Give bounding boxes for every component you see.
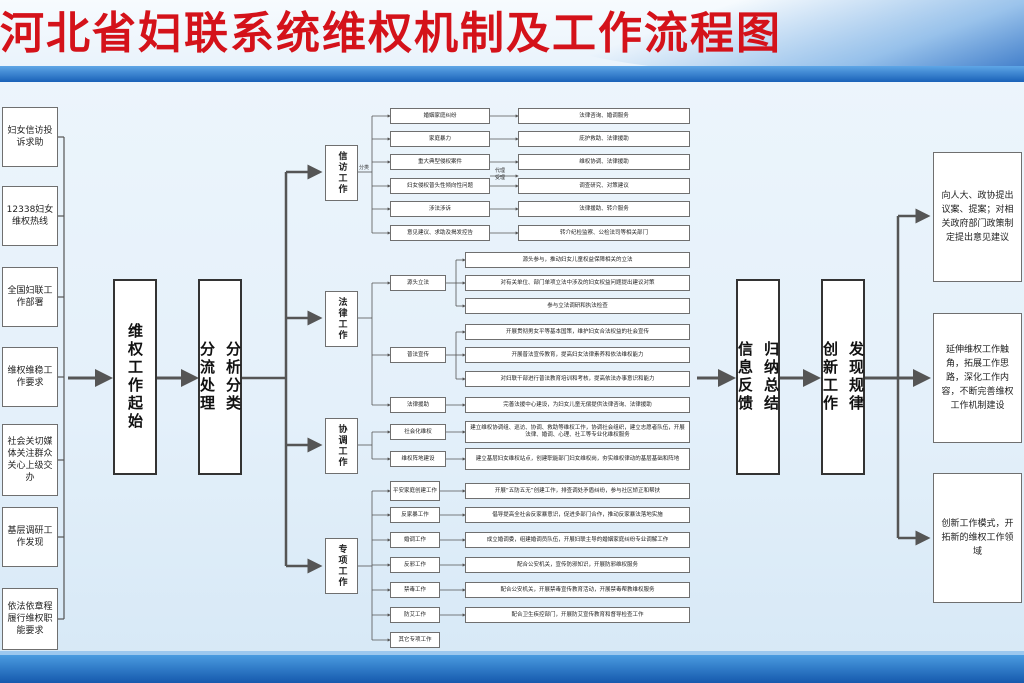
output-box: 延伸维权工作触角，拓展工作思路，深化工作内容，不断完善维权工作机制建设	[933, 313, 1022, 443]
zhuanxiang-result: 倡导提高全社会反家暴意识，促进多部门合作，推动反家暴法落地实施	[465, 507, 690, 523]
falv-result: 完善法援中心建设，为妇女儿童无偿提供法律咨询、法律援助	[465, 397, 690, 413]
zhuanxiang-result: 配合公安机关，宣传防邪知识，开展防邪维权服务	[465, 557, 690, 573]
source-box: 全国妇联工作部署	[2, 267, 58, 327]
source-box: 基层调研工作发现	[2, 507, 58, 567]
zhuanxiang-result: 开展“五防五无”创建工作，排查调处矛盾纠纷，参与社区矫正和帮扶	[465, 483, 690, 499]
xinfang-result: 庇护救助、法律援助	[518, 131, 690, 147]
xinfang-result: 法律咨询、婚调服务	[518, 108, 690, 124]
falv-result: 参与立法调研和执法检查	[465, 298, 690, 314]
stage-summary-label-b: 信息反馈	[736, 341, 754, 413]
stage-summary-label-a: 归纳总结	[762, 341, 780, 413]
stage-innovate-label-b: 创新工作	[821, 341, 839, 413]
page-title: 河北省妇联系统维权机制及工作流程图	[0, 8, 782, 59]
xinfang-item: 重大典型侵权案件	[390, 154, 490, 170]
stage-classify-label-b: 分流处理	[198, 341, 216, 413]
output-box: 创新工作模式，开拓新的维权工作领域	[933, 473, 1022, 603]
xinfang-result: 法律援助、转介服务	[518, 201, 690, 217]
xinfang-result: 转介纪检监察、公检法司等相关部门	[518, 225, 690, 241]
label-daili: 代理	[495, 168, 506, 174]
zhuanxiang-sub: 反家暴工作	[390, 507, 440, 523]
category-falv: 法律工作	[325, 291, 358, 347]
stage-innovate-label-a: 发现规律	[847, 341, 865, 413]
falv-result: 对有关单位、部门单项立法中涉及的妇女权益问题提出建议对策	[465, 275, 690, 291]
stage-innovate: 发现规律 创新工作	[821, 279, 865, 475]
stage-classify: 分析分类 分流处理	[198, 279, 242, 475]
falv-result: 源头参与，推动妇女儿童权益保障相关的立法	[465, 252, 690, 268]
zhuanxiang-sub: 平安家庭创建工作	[390, 481, 440, 501]
xinfang-item: 涉法涉诉	[390, 201, 490, 217]
category-xinfang: 信访工作	[325, 145, 358, 201]
stage-classify-label-a: 分析分类	[224, 341, 242, 413]
falv-sub: 普法宣传	[390, 347, 446, 363]
stage-summary: 归纳总结 信息反馈	[736, 279, 780, 475]
header: 河北省妇联系统维权机制及工作流程图	[0, 0, 1024, 82]
header-band	[0, 66, 1024, 82]
xinfang-result: 调查研究、对策建议	[518, 178, 690, 194]
source-box: 维权维稳工作要求	[2, 347, 58, 407]
falv-sub: 源头立法	[390, 275, 446, 291]
source-box: 妇女信访投诉求助	[2, 107, 58, 167]
falv-result: 对妇联干部进行普法教育培训和考核，提高依法办事意识和能力	[465, 371, 690, 387]
category-xietiao: 协调工作	[325, 418, 358, 474]
xinfang-item: 意见建议、求助及揭发控告	[390, 225, 490, 241]
xinfang-item: 婚姻家庭纠纷	[390, 108, 490, 124]
zhuanxiang-sub: 禁毒工作	[390, 582, 440, 598]
falv-result: 开展普法宣传教育，提高妇女法律素养和依法维权能力	[465, 347, 690, 363]
zhuanxiang-result: 配合公安机关，开展禁毒宣传教育活动，开展禁毒帮教维权服务	[465, 582, 690, 598]
output-box: 向人大、政协提出议案、提案；对相关政府部门政策制定提出意见建议	[933, 152, 1022, 282]
falv-sub: 法律援助	[390, 397, 446, 413]
xinfang-item: 家庭暴力	[390, 131, 490, 147]
stage-start: 维权工作起始	[113, 279, 157, 475]
xietiao-sub: 维权阵地建设	[390, 451, 446, 467]
label-shouli: 受理	[495, 175, 506, 181]
zhuanxiang-sub: 防艾工作	[390, 607, 440, 623]
xinfang-result: 维权协调、法律援助	[518, 154, 690, 170]
footer-band-light	[0, 651, 1024, 655]
xietiao-sub: 社会化维权	[390, 424, 446, 440]
label-fenlei: 分类	[359, 165, 370, 171]
zhuanxiang-sub: 婚调工作	[390, 532, 440, 548]
zhuanxiang-result: 配合卫生疾控部门，开展防艾宣传教育和督导检查工作	[465, 607, 690, 623]
zhuanxiang-result: 成立婚调委，组建婚调员队伍，开展妇联主导的婚姻家庭纠纷专业调解工作	[465, 532, 690, 548]
xinfang-item: 妇女侵权普头性倾向性问题	[390, 178, 490, 194]
xietiao-result: 建立维权协调组、巡访、协调、救助等维权工作，协调社会组织，建立志愿者队伍，开展法…	[465, 421, 690, 443]
falv-result: 开展贯彻男女平等基本国策，维护妇女合法权益的社会宣传	[465, 324, 690, 340]
source-box: 依法依章程履行维权职能要求	[2, 588, 58, 650]
xietiao-result: 建立基层妇女维权站点，创建职能部门妇女维权岗，夯实维权律动的基层基础和阵地	[465, 448, 690, 470]
zhuanxiang-sub: 反邪工作	[390, 557, 440, 573]
category-zhuanxiang: 专项工作	[325, 538, 358, 594]
zhuanxiang-sub: 其它专项工作	[390, 632, 440, 648]
footer-band	[0, 655, 1024, 683]
stage-start-label: 维权工作起始	[126, 323, 144, 431]
source-box: 12338妇女维权热线	[2, 186, 58, 246]
source-box: 社会关切媒体关注群众关心上级交办	[2, 424, 58, 496]
